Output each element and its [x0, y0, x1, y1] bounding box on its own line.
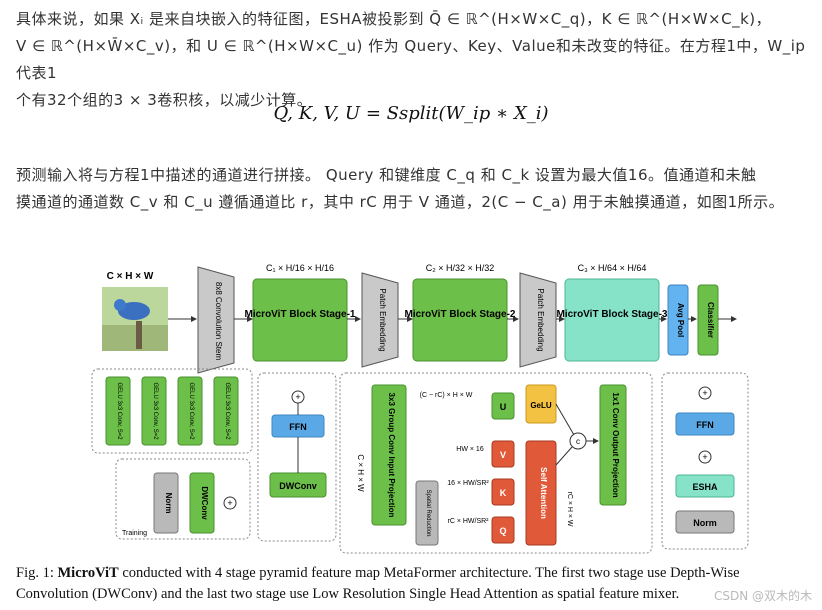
- v-dim: HW × 16: [456, 446, 484, 453]
- svg-text:+: +: [702, 452, 707, 462]
- stage-1-dim: C₁ × H/16 × H/16: [266, 263, 334, 273]
- classifier-block: [697, 284, 719, 356]
- stage-3-dim: C₃ × H/64 × H/64: [578, 263, 647, 273]
- stage-2-label: MicroViT Block Stage-2: [405, 309, 516, 320]
- esha-mid-add-icon: [698, 450, 712, 464]
- u-label: U: [500, 402, 507, 412]
- stage-2-dim: C₂ × H/32 × H/32: [426, 263, 495, 273]
- figure-caption: Fig. 1: MicroViT conducted with 4 stage …: [16, 563, 816, 605]
- q-label: Q: [499, 526, 506, 536]
- output-projection-block: [599, 384, 627, 506]
- self-attention-block: [525, 440, 557, 546]
- training-add-icon: [223, 496, 237, 510]
- q-dim: rC × HW/SR²: [447, 518, 489, 525]
- gelu-label: GeLU: [530, 401, 552, 410]
- input-dim-label: C × H × W: [107, 271, 154, 282]
- stem-conv-4-label: GELU 3x3 Conv, S=2: [224, 382, 230, 440]
- stage-1-block: [252, 278, 348, 362]
- spatial-reduction-label: Spatial Reduction: [425, 489, 431, 536]
- patch-embedding-1-label: Patch Embedding: [378, 288, 387, 351]
- concat-label: c: [576, 437, 580, 446]
- stage-1-label: MicroViT Block Stage-1: [245, 309, 356, 320]
- svg-text:+: +: [702, 388, 707, 398]
- k-block: [491, 478, 515, 506]
- paragraph-1: 具体来说，如果 Xᵢ 是来自块嵌入的特征图，ESHA被投影到 Q̄ ∈ ℝ^(H…: [16, 6, 808, 114]
- k-dim: 16 × HW/SR²: [447, 480, 489, 487]
- training-norm-label: Norm: [164, 493, 173, 514]
- paragraph-1-line-2: V ∈ ℝ^(H×W̄×C_v)，和 U ∈ ℝ^(H×W×C_u) 作为 Qu…: [16, 37, 806, 82]
- watermark: CSDN @双木的木: [713, 589, 812, 603]
- patch-embedding-2-label: Patch Embedding: [536, 288, 545, 351]
- stage-3-label: MicroViT Block Stage-3: [557, 309, 668, 320]
- stem-conv-1-label: GELU 3x3 Conv, S=2: [116, 382, 122, 440]
- paragraph-1-line-1: 具体来说，如果 Xᵢ 是来自块嵌入的特征图，ESHA被投影到 Q̄ ∈ ℝ^(H…: [16, 10, 772, 28]
- u-dim: (C − rC) × H × W: [420, 392, 473, 399]
- conv-block-detail-panel: [257, 372, 337, 542]
- rchw-dim: rC × H × W: [566, 491, 573, 526]
- stage-3-block: [564, 278, 660, 362]
- ffn-label-right: FFN: [696, 420, 714, 430]
- group-conv-block: [371, 384, 407, 526]
- esha-norm-block: [675, 510, 735, 534]
- training-label: Training: [122, 530, 147, 537]
- paragraph-1-line-3: 个有32个组的3 × 3卷积核，以减少计算。: [16, 91, 313, 109]
- u-block: [491, 392, 515, 420]
- self-attention-label: Self Attention: [539, 467, 548, 519]
- convolution-stem: [197, 266, 235, 374]
- caption-rest-1: conducted with 4 stage pyramid feature m…: [118, 565, 740, 581]
- v-label: V: [500, 450, 506, 460]
- stem-conv-2-label: GELU 3x3 Conv, S=2: [152, 382, 158, 440]
- avg-pool-label: Avg Pool: [676, 303, 685, 337]
- classifier-label: Classifier: [706, 302, 715, 338]
- esha-norm-label: Norm: [693, 518, 717, 528]
- training-panel: [115, 458, 251, 540]
- esha-top-add-icon: [698, 386, 712, 400]
- ffn-label-left: FFN: [289, 422, 307, 432]
- stage-2-block: [412, 278, 508, 362]
- dwconv-label: DWConv: [279, 481, 317, 491]
- attention-detail-panel: [339, 372, 653, 554]
- svg-text:+: +: [227, 498, 232, 508]
- caption-bold: MicroViT: [57, 565, 119, 581]
- training-dwconv-label: DWConv: [200, 486, 209, 520]
- stem-label: 8x8 Convolution Stem: [214, 282, 223, 361]
- training-dwconv: [189, 472, 215, 534]
- patch-embedding-2: [519, 272, 557, 368]
- output-projection-label: 1x1 Conv Output Projection: [611, 392, 620, 497]
- ffn-block-right: [675, 412, 735, 436]
- k-label: K: [500, 488, 507, 498]
- paragraph-2: 预测输入将与方程1中描述的通道进行拼接。 Query 和键维度 C_q 和 C_…: [16, 162, 808, 216]
- v-block: [491, 440, 515, 468]
- bird-input-image: [102, 287, 168, 351]
- avg-pool-block: [667, 284, 689, 356]
- esha-block-detail-panel: [661, 372, 749, 550]
- esha-label: ESHA: [692, 482, 718, 492]
- q-block: [491, 516, 515, 544]
- equation-1: Q, K, V, U = Ssplit(W_ip ∗ X_i): [273, 103, 549, 124]
- attention-input-dim: C × H × W: [356, 454, 365, 492]
- patch-embedding-1: [361, 272, 399, 368]
- caption-line-2: Convolution (DWConv) and the last two st…: [16, 586, 680, 602]
- microvit-architecture-figure: C × H × W 8x8 Convolution Stem C₁ × H/16…: [91, 263, 749, 554]
- stem-detail-panel: [91, 368, 253, 454]
- paragraph-2-line-1: 预测输入将与方程1中描述的通道进行拼接。 Query 和键维度 C_q 和 C_…: [16, 166, 757, 184]
- stem-conv-blocks: GELU 3x3 Conv, S=2 GELU 3x3 Conv, S=2 GE…: [105, 376, 239, 446]
- paragraph-2-line-2: 摸通道的通道数 C_v 和 C_u 遵循通道比 r，其中 rC 用于 V 通道，…: [16, 193, 785, 211]
- caption-prefix: Fig. 1:: [16, 565, 58, 581]
- stem-conv-3-label: GELU 3x3 Conv, S=2: [188, 382, 194, 440]
- spatial-reduction-block: [415, 480, 439, 546]
- group-conv-label: 3x3 Group Conv Input Projection: [387, 393, 396, 518]
- training-norm: [153, 472, 179, 534]
- esha-block: [675, 474, 735, 498]
- svg-text:+: +: [295, 392, 300, 402]
